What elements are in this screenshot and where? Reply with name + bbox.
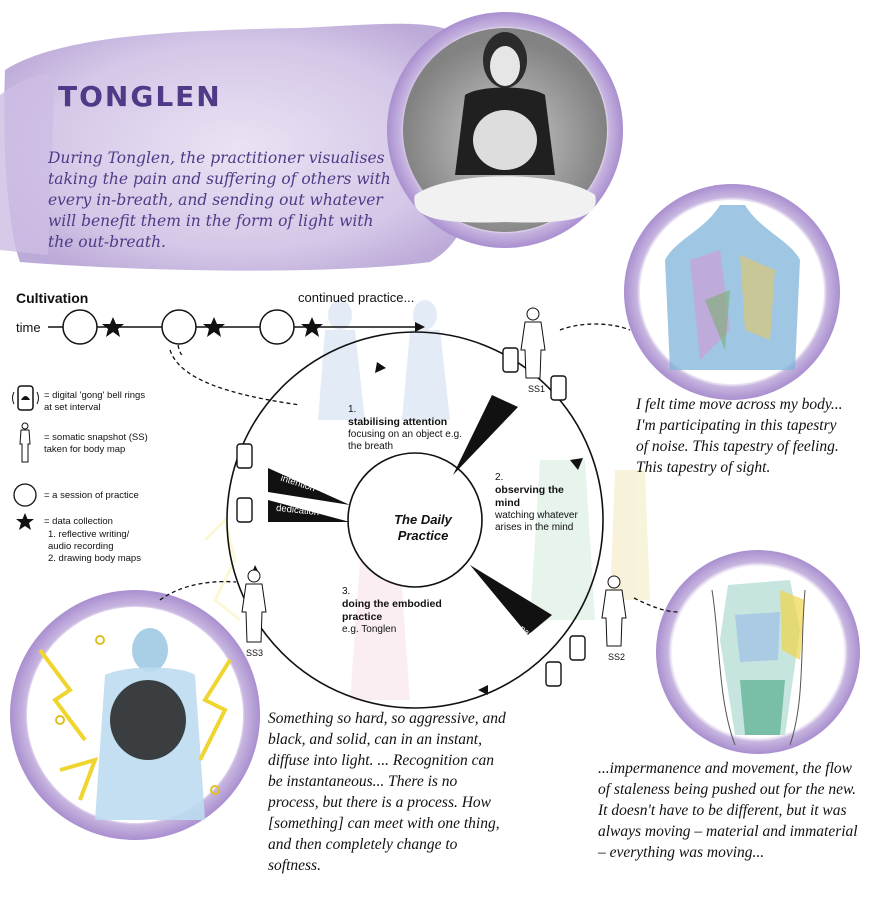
- ss2-label: SS2: [608, 652, 626, 662]
- ss1-label: SS1: [528, 384, 546, 394]
- timeline-label: Cultivation: [16, 290, 89, 306]
- quote-time: I felt time move across my body... I'm p…: [636, 396, 843, 476]
- body-map-front: [656, 550, 860, 754]
- somatic-snapshot-icon: [19, 422, 31, 463]
- faint-figures: [203, 300, 650, 700]
- meditator-photo: [387, 12, 623, 248]
- stage-2-desc: watching whatever arises in the mind: [495, 510, 578, 533]
- ss3-label: SS3: [246, 648, 264, 658]
- session-circle: [62, 309, 98, 345]
- somatic-figure-ss3: [241, 569, 267, 643]
- bell-icon: [12, 385, 39, 411]
- star-icon: [16, 513, 34, 530]
- pause-wedge-1: [453, 395, 518, 475]
- stage-1-desc: focusing on an object e.g. the breath: [348, 429, 462, 452]
- stage-1-number: 1.: [348, 404, 357, 415]
- practice-cycle: [169, 331, 604, 709]
- somatic-figure-ss1: [520, 307, 546, 379]
- legend-icons: [12, 385, 39, 530]
- stage-2-title: observing the mind: [495, 484, 564, 509]
- stage-3: 3. doing the embodied practice e.g. Tong…: [342, 586, 457, 636]
- legend-session: = a session of practice: [44, 490, 139, 501]
- stage-3-title: doing the embodied practice: [342, 598, 442, 623]
- legend-data-1: 1. reflective writing/ audio recording: [48, 529, 130, 552]
- data-collection-star: [102, 317, 124, 337]
- legend-data-collection: = data collection: [44, 516, 113, 527]
- time-axis-label: time: [16, 320, 41, 335]
- session-circle: [161, 309, 197, 345]
- data-collection-star: [203, 317, 225, 337]
- page-title: TONGLEN: [58, 80, 222, 113]
- intro-text: During Tonglen, the practitioner visuali…: [48, 149, 391, 251]
- stage-1-title: stabilising attention: [348, 416, 448, 428]
- stage-1: 1. stabilising attention focusing on an …: [348, 404, 468, 453]
- continued-practice-label: continued practice...: [298, 290, 415, 305]
- stage-3-desc: e.g. Tonglen: [342, 624, 397, 635]
- timeline: [48, 309, 425, 355]
- legend-snapshot: = somatic snapshot (SS) taken for body m…: [44, 432, 148, 455]
- stage-3-number: 3.: [342, 586, 351, 597]
- body-map-back: [624, 184, 840, 400]
- data-collection-star: [301, 317, 323, 337]
- body-map-light: [10, 590, 260, 840]
- session-icon: [13, 483, 37, 507]
- legend-bell: = digital 'gong' bell rings at set inter…: [44, 390, 146, 413]
- quote-light: Something so hard, so aggressive, and bl…: [268, 710, 506, 874]
- pause-wedge-2: [470, 565, 552, 635]
- session-circle: [259, 309, 295, 345]
- bell-icon: [236, 347, 586, 687]
- quote-impermanence: ...impermanence and movement, the flow o…: [598, 760, 858, 861]
- cycle-center-label: The Daily Practice: [394, 512, 452, 543]
- header-wash: [0, 23, 474, 271]
- stage-2: 2. observing the mind watching whatever …: [495, 472, 585, 534]
- somatic-figure-ss2: [601, 575, 627, 647]
- stage-2-number: 2.: [495, 472, 504, 483]
- intention-wedge: [268, 468, 350, 505]
- dedication-wedge: [268, 500, 350, 522]
- legend-data-2: 2. drawing body maps: [48, 553, 141, 564]
